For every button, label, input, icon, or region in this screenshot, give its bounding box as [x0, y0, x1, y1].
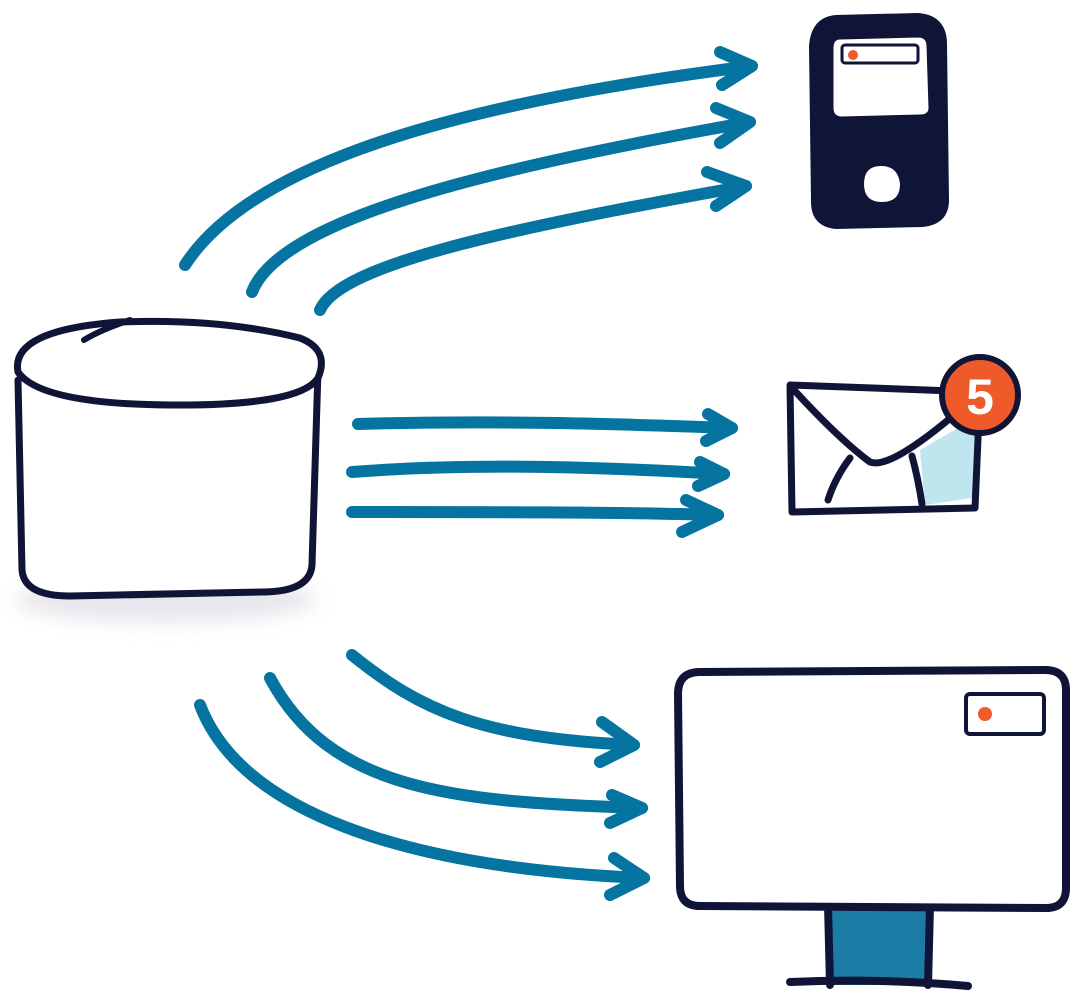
monitor-stand — [828, 905, 930, 985]
arrow — [352, 408, 738, 447]
envelope-fold-right — [908, 452, 926, 508]
arrows-to-phone — [179, 46, 758, 316]
arrow-head — [604, 852, 650, 901]
arrows-to-monitor — [194, 649, 650, 901]
monitor-base — [786, 976, 972, 990]
arrow-head — [700, 408, 738, 447]
arrow — [346, 494, 724, 538]
arrow-shaft — [264, 672, 648, 814]
arrow — [264, 672, 648, 829]
arrow-shaft — [246, 116, 756, 298]
arrow-head — [676, 494, 724, 538]
arrow-shaft — [314, 180, 752, 316]
envelope-flap — [790, 386, 964, 467]
phone-notification-bar — [840, 43, 920, 65]
envelope-tint — [920, 418, 975, 505]
database-top-highlight — [81, 317, 133, 343]
envelope-icon — [786, 381, 984, 516]
arrow-head — [594, 716, 640, 768]
badge-circle — [939, 354, 1021, 436]
arrow-head — [714, 46, 758, 91]
arrow — [246, 102, 756, 298]
database-cylinder-icon — [13, 317, 325, 622]
phone-alert-dot — [848, 50, 858, 60]
arrow — [314, 166, 752, 316]
arrow-shaft — [346, 460, 730, 480]
envelope-body — [786, 381, 984, 516]
mobile-phone-icon — [809, 13, 949, 229]
arrows-to-email — [346, 408, 738, 538]
phone-home-button — [864, 166, 900, 202]
arrow-shaft — [352, 416, 738, 434]
arrow-shaft — [346, 506, 724, 521]
database-top — [13, 317, 325, 409]
arrow-head — [701, 166, 752, 212]
badge-count: 5 — [966, 369, 994, 425]
arrow-shaft — [346, 649, 640, 751]
arrow — [346, 456, 730, 492]
arrow — [179, 46, 758, 271]
arrow-head — [692, 456, 730, 492]
monitor-stand-outline — [824, 901, 934, 989]
arrow — [194, 699, 650, 901]
notification-badge: 5 — [939, 354, 1021, 436]
envelope-fold-left — [824, 454, 854, 504]
desktop-monitor-icon — [674, 666, 1070, 990]
arrow-shaft — [194, 699, 650, 884]
monitor-notification-bar — [964, 692, 1046, 736]
arrow-shaft — [179, 60, 758, 271]
database-body — [14, 366, 322, 600]
monitor-alert-dot — [978, 707, 992, 721]
arrow-head — [604, 789, 648, 829]
arrow — [346, 649, 640, 768]
arrow-head — [710, 102, 756, 149]
